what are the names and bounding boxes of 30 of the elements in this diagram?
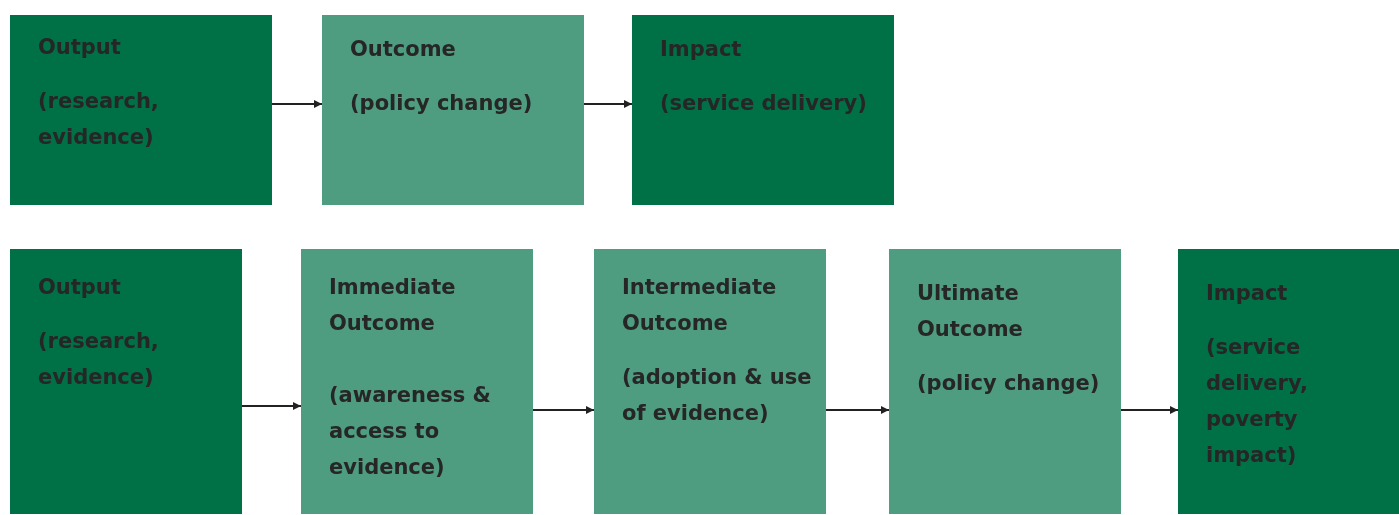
arrow bbox=[271, 100, 323, 108]
stage-description: (policy change) bbox=[350, 90, 534, 117]
stage-title: Ultimate Outcome bbox=[917, 280, 1024, 343]
stage-description: (research, evidence) bbox=[38, 88, 160, 151]
stage-title: Immediate Outcome bbox=[329, 274, 457, 337]
stage-description: (service delivery, poverty impact) bbox=[1206, 334, 1309, 469]
stage-description: (service delivery) bbox=[660, 90, 868, 117]
arrow bbox=[825, 406, 890, 414]
stage-title: Outcome bbox=[350, 36, 457, 63]
stage-box bbox=[1178, 249, 1399, 514]
arrow bbox=[532, 406, 595, 414]
stage-box bbox=[10, 15, 272, 205]
arrow bbox=[583, 100, 633, 108]
stage-box bbox=[632, 15, 894, 205]
arrow bbox=[241, 402, 302, 410]
stage-description: (policy change) bbox=[917, 370, 1101, 397]
outcome-box bbox=[301, 249, 533, 514]
stage-title: Output bbox=[38, 274, 122, 301]
outcome-box bbox=[889, 249, 1121, 514]
stage-box bbox=[10, 249, 242, 514]
stage-description: (research, evidence) bbox=[38, 328, 160, 391]
stage-title: Impact bbox=[660, 36, 743, 63]
stage-title: Intermediate Outcome bbox=[622, 274, 778, 337]
outcome-box bbox=[594, 249, 826, 514]
outcome-box bbox=[322, 15, 584, 205]
stage-description: (adoption & use of evidence) bbox=[622, 364, 813, 427]
arrow bbox=[1120, 406, 1179, 414]
stage-title: Output bbox=[38, 34, 122, 61]
stage-description: (awareness & access to evidence) bbox=[329, 382, 492, 481]
stage-title: Impact bbox=[1206, 280, 1289, 307]
